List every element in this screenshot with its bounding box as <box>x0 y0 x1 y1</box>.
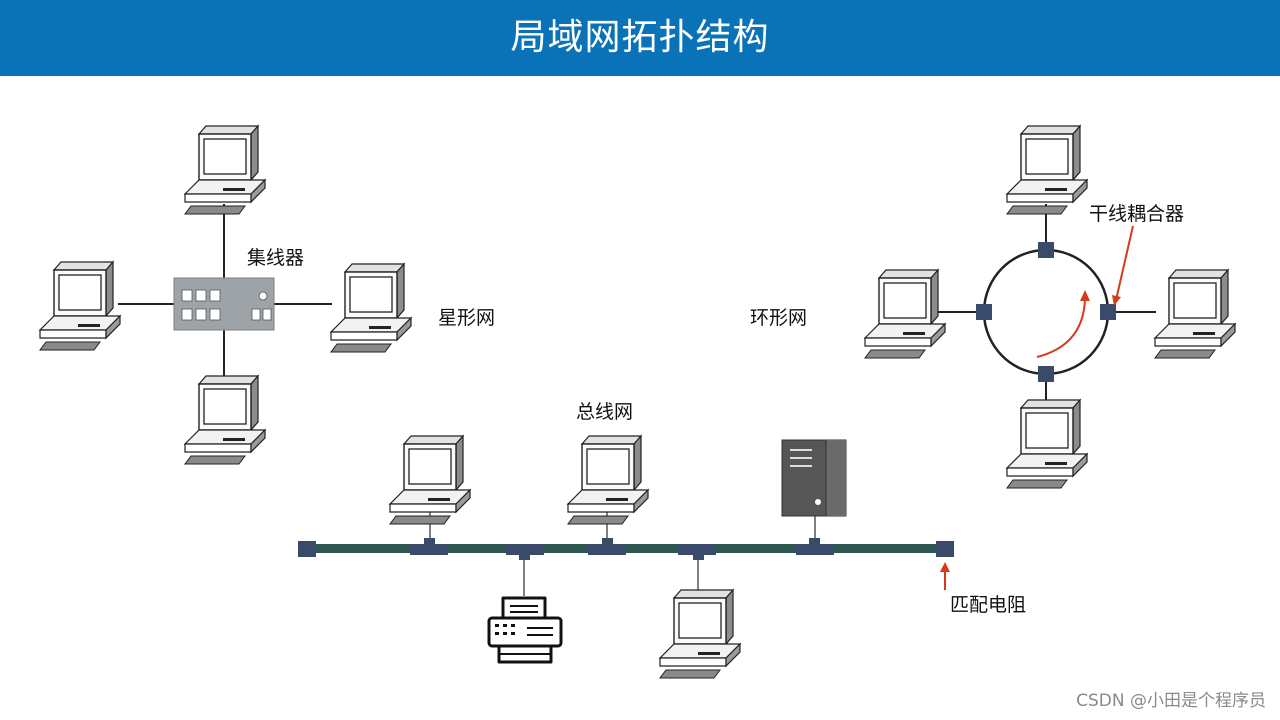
title-bar <box>0 0 1280 76</box>
bus-terminator <box>936 541 954 557</box>
bus-network-label: 总线网 <box>576 401 634 423</box>
ring-direction-arrowhead <box>1080 290 1090 301</box>
ring-direction-arrow <box>1036 297 1086 358</box>
hub-label: 集线器 <box>247 247 305 269</box>
terminator-label: 匹配电阻 <box>950 594 1027 616</box>
t-connector <box>588 538 626 555</box>
computer-icon <box>1006 125 1088 215</box>
t-connector <box>410 538 448 555</box>
ring-network <box>864 125 1236 489</box>
t-connector <box>678 544 716 560</box>
computer-icon <box>864 269 946 359</box>
ring-cable <box>982 248 1110 376</box>
computer-icon <box>1006 399 1088 489</box>
printer-icon <box>487 596 563 664</box>
terminator-pointer-arrowhead <box>940 562 950 572</box>
computer-icon <box>39 261 121 351</box>
bus-network <box>298 435 954 679</box>
ring-coupler <box>1038 366 1054 382</box>
computer-icon <box>659 589 741 679</box>
computer-icon <box>1154 269 1236 359</box>
ring-coupler <box>1100 304 1116 320</box>
star-network-label: 星形网 <box>438 307 496 329</box>
ring-coupler <box>1038 242 1054 258</box>
coupler-pointer-arrow <box>1115 225 1134 301</box>
page-title: 局域网拓扑结构 <box>510 17 770 58</box>
computer-icon <box>184 125 266 215</box>
t-connector <box>506 544 544 560</box>
ring-network-label: 环形网 <box>750 307 808 329</box>
server-icon <box>781 439 847 517</box>
computer-icon <box>567 435 649 525</box>
hub-device <box>173 277 275 331</box>
computer-icon <box>330 263 412 353</box>
coupler-label: 干线耦合器 <box>1089 203 1185 225</box>
computer-icon <box>184 375 266 465</box>
star-network <box>39 125 412 465</box>
ring-coupler <box>976 304 992 320</box>
t-connector <box>796 538 834 555</box>
watermark: CSDN @小田是个程序员 <box>1076 691 1266 711</box>
bus-terminator <box>298 541 316 557</box>
coupler-pointer-arrowhead <box>1112 295 1121 306</box>
computer-icon <box>389 435 471 525</box>
